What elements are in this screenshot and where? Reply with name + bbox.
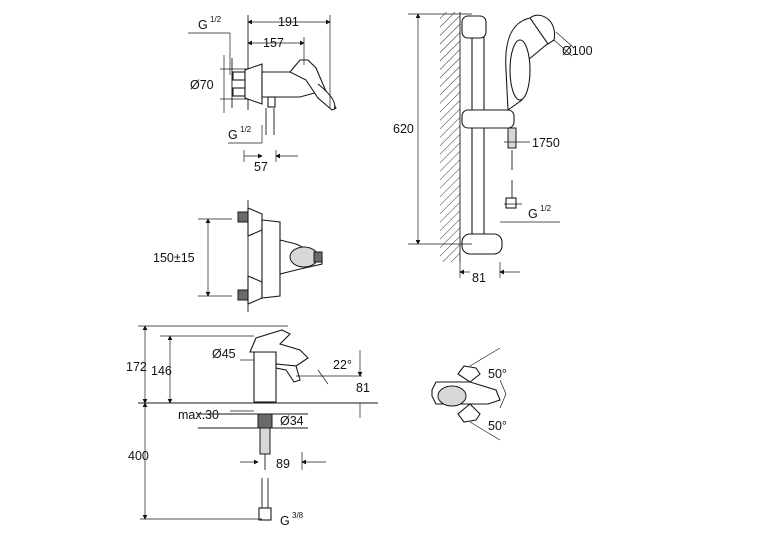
label-g-38-frac: 3/8 — [292, 511, 304, 520]
label-400: 400 — [128, 449, 149, 463]
label-57: 57 — [254, 160, 268, 174]
label-1750: 1750 — [532, 136, 560, 150]
label-191: 191 — [278, 15, 299, 29]
label-146: 146 — [151, 364, 172, 378]
label-150: 150±15 — [153, 251, 195, 265]
label-g-half-a-frac: 1/2 — [210, 15, 222, 24]
label-dia-34: Ø34 — [280, 414, 304, 428]
shower-rail-view: 620 Ø100 1750 G 1/2 81 — [393, 12, 593, 285]
label-22-deg: 22° — [333, 358, 352, 372]
label-172: 172 — [126, 360, 147, 374]
label-89: 89 — [276, 457, 290, 471]
label-81-spout: 81 — [356, 381, 370, 395]
label-g-half-a: G — [198, 18, 208, 32]
label-g-half-c-frac: 1/2 — [540, 204, 552, 213]
label-max-30: max.30 — [178, 408, 219, 422]
label-157: 157 — [263, 36, 284, 50]
label-50-deg-a: 50° — [488, 367, 507, 381]
label-g-half-b: G — [228, 128, 238, 142]
label-620: 620 — [393, 122, 414, 136]
label-dia-45: Ø45 — [212, 347, 236, 361]
basin-mixer-side-view: 172 146 Ø45 22° 81 max.30 Ø34 400 89 G 3… — [126, 325, 378, 528]
label-dia-100: Ø100 — [562, 44, 593, 58]
label-dia-70: Ø70 — [190, 78, 214, 92]
label-g-half-b-frac: 1/2 — [240, 125, 252, 134]
label-81-rail: 81 — [472, 271, 486, 285]
label-50-deg-b: 50° — [488, 419, 507, 433]
label-g-38: G — [280, 514, 290, 528]
basin-mixer-top-view: 50° 50° — [431, 347, 507, 441]
wall-mixer-side-view: G 1/2 191 157 Ø70 G 1/2 57 — [188, 15, 337, 174]
label-g-half-c: G — [528, 207, 538, 221]
wall-mixer-top-view: 150±15 — [153, 200, 323, 312]
